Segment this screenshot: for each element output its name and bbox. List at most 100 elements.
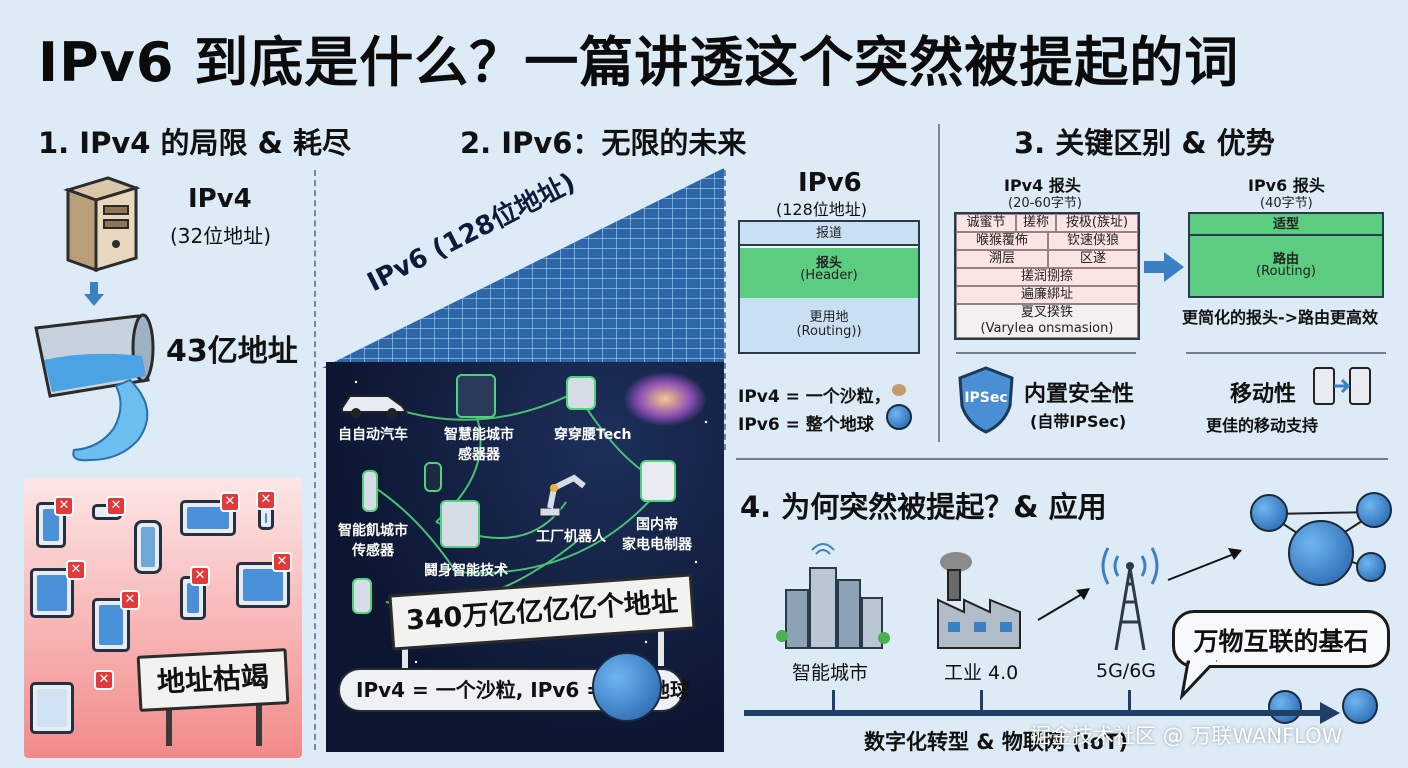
tablet-icon xyxy=(92,598,130,652)
ipv4-header-diagram: 诚蜜节 搓称 按极(族址) 喉猴覆佈 钦速侠狼 溯层 区遂 搓润捌捺 遍廉綁址 … xyxy=(954,212,1140,340)
server-icon xyxy=(60,172,141,274)
node-label-city-sensor: 智慧能城市 感器器 xyxy=(444,427,514,463)
iot-bubble xyxy=(1172,610,1390,668)
industry-label: 工业 4.0 xyxy=(944,662,1019,684)
header-cell: 按极(族址) xyxy=(1056,214,1138,232)
globe-icon xyxy=(1268,690,1302,724)
section2-heading: 2. IPv6：无限的未来 xyxy=(460,126,747,160)
header-cell: 搓润捌捺 xyxy=(956,268,1138,286)
header-cell: 搓称 xyxy=(1016,214,1056,232)
ipv6-header-size: (40字节) xyxy=(1260,196,1313,211)
header-cell: 适型 xyxy=(1190,214,1382,236)
header-cell: 遍廉綁址 xyxy=(956,286,1138,304)
packet-row: 更用地 xyxy=(809,310,849,325)
car-icon xyxy=(338,388,410,418)
header-cell: 喉猴覆佈 xyxy=(956,232,1048,250)
header-cell-text: (Varylea onsmasion) xyxy=(980,321,1114,336)
iot-bubble-text: 万物互联的基石 xyxy=(1193,627,1369,656)
packet-routing-row xyxy=(740,298,918,352)
ipv4-label: IPv4 xyxy=(188,184,252,214)
x-mark-icon: ✕ xyxy=(272,552,292,572)
globe-icon xyxy=(1356,492,1392,528)
phone-icon xyxy=(134,520,162,574)
section1-heading: 1. IPv4 的局限 & 耗尽 xyxy=(38,126,351,160)
cell-tower-icon xyxy=(1090,542,1170,654)
address-count: 43亿地址 xyxy=(166,334,298,369)
security-subtitle: (自带IPSec) xyxy=(1030,412,1127,431)
robot-arm-icon xyxy=(534,470,590,518)
globe-icon xyxy=(1288,520,1354,586)
ipv4-header-title: IPv4 报头 xyxy=(1004,176,1081,195)
page-title: IPv6 到底是什么？一篇讲透这个突然被提起的词 xyxy=(38,31,1240,94)
node-label-car: 自自动汽车 xyxy=(338,427,408,443)
x-mark-icon: ✕ xyxy=(66,560,86,580)
watermark: 掘金技术社区 @ 万联WANFLOW xyxy=(1030,724,1343,748)
phone-icon xyxy=(352,578,372,614)
mobility-subtitle: 更佳的移动支持 xyxy=(1206,416,1319,435)
earth-icon xyxy=(886,404,912,430)
globe-icon xyxy=(1342,688,1378,724)
node-label-wearable: 鬪身智能技术 xyxy=(424,563,508,579)
washing-machine-icon xyxy=(640,460,676,502)
x-mark-icon: ✕ xyxy=(220,492,240,512)
node-label-tech: 穿穿腰Tech xyxy=(554,427,632,443)
timeline-label: 数字化转型 & 物联网 (IoT) xyxy=(864,730,1129,754)
shield-icon xyxy=(956,366,1016,434)
earth-icon xyxy=(592,652,662,722)
x-mark-icon: ✕ xyxy=(120,590,140,610)
up-arrow-icon xyxy=(1166,546,1244,582)
x-mark-icon: ✕ xyxy=(106,496,126,516)
address-exhausted-sign: 地址枯竭 xyxy=(136,648,290,712)
x-mark-icon: ✕ xyxy=(190,566,210,586)
compare-line-2: IPv6 = 整个地球 xyxy=(738,415,874,435)
divider xyxy=(956,352,1136,354)
sign-post xyxy=(402,636,408,676)
packet-row: 报头 xyxy=(815,256,842,271)
security-title: 内置安全性 xyxy=(1024,382,1135,407)
sand-grain-icon xyxy=(892,384,906,396)
galaxy-icon xyxy=(624,372,706,426)
timeline-tick xyxy=(1128,690,1131,714)
globe-icon xyxy=(1250,494,1288,532)
section3-heading: 3. 关键区别 & 优势 xyxy=(1014,126,1275,160)
timeline-arrow xyxy=(744,710,1324,716)
packet-row: (Header) xyxy=(800,268,858,283)
timeline-arrowhead xyxy=(1320,702,1340,724)
node-label-city-sensor-2: 智能飢城市 传感器 xyxy=(338,523,408,559)
packet-row: 报道 xyxy=(740,222,918,246)
divider xyxy=(1186,352,1386,354)
right-arrow-icon xyxy=(1144,252,1184,282)
bucket-spill-icon xyxy=(30,310,160,470)
ipv6-header-diagram: 适型 路由 (Routing) xyxy=(1188,212,1384,298)
timeline-tick xyxy=(980,690,983,714)
divider xyxy=(314,170,316,750)
bubble-tail xyxy=(1180,660,1218,700)
header-cell: 区遂 xyxy=(1048,250,1138,268)
smart-city-label: 智能城市 xyxy=(792,662,869,684)
header-cell: 钦速侠狼 xyxy=(1048,232,1138,250)
ipv4-header-size: (20-60字节) xyxy=(1008,196,1082,211)
sign-post xyxy=(256,700,262,746)
section4-heading: 4. 为何突然被提起？& 应用 xyxy=(740,490,1107,524)
sign-post xyxy=(166,700,172,746)
monitor-icon xyxy=(30,682,74,734)
mobility-title: 移动性 xyxy=(1230,382,1297,407)
packet-row: (Routing)) xyxy=(796,324,862,339)
compare-line-1: IPv4 = 一个沙粒， xyxy=(738,387,891,407)
divider xyxy=(736,458,1388,460)
wearable-band-icon xyxy=(362,470,378,512)
up-arrow-icon xyxy=(1036,586,1092,622)
packet-header-row xyxy=(740,248,918,298)
ipv6-header-title: IPv6 报头 xyxy=(1248,176,1325,195)
x-mark-icon: ✕ xyxy=(256,490,276,510)
sensor-icon xyxy=(424,462,442,492)
globe-icon xyxy=(1356,552,1386,582)
ipv4-bits: (32位地址) xyxy=(170,224,272,248)
header-cell: 诚蜜节 xyxy=(956,214,1016,232)
city-buildings-icon xyxy=(776,540,890,650)
device-switch-icon xyxy=(1312,366,1372,408)
factory-icon xyxy=(934,550,1024,650)
timeline-tick xyxy=(832,690,835,714)
header-cell: 夏叉揆铁 (Varylea onsmasion) xyxy=(956,304,1138,338)
down-arrow-icon xyxy=(84,282,104,308)
